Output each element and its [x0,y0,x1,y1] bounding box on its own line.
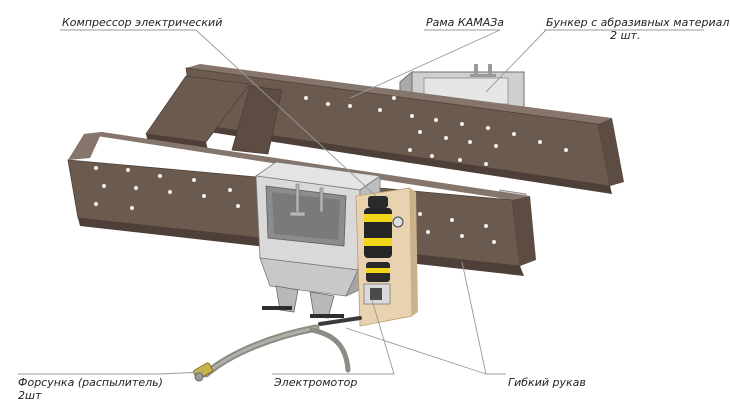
frame-label: Рама КАМАЗа [426,16,505,29]
nozzle-count-label: 2шт [18,389,42,402]
rivet-holes [94,96,568,244]
cross-member-mid [231,85,283,155]
electromotor-label: Электромотор [274,376,358,389]
compressor-unit [363,196,404,305]
compressor-label: Компрессор электрический [62,16,223,29]
hose-label: Гибкий рукав [508,376,586,389]
nozzle-label: Форсунка (распылитель) [18,376,163,389]
leader-lines [18,29,704,375]
bunker-label: Бункер с абразивных материалом [546,16,730,29]
bunker-count-label: 2 шт. [610,29,641,42]
flexible-hoses [202,316,362,378]
nozzle [193,362,213,382]
